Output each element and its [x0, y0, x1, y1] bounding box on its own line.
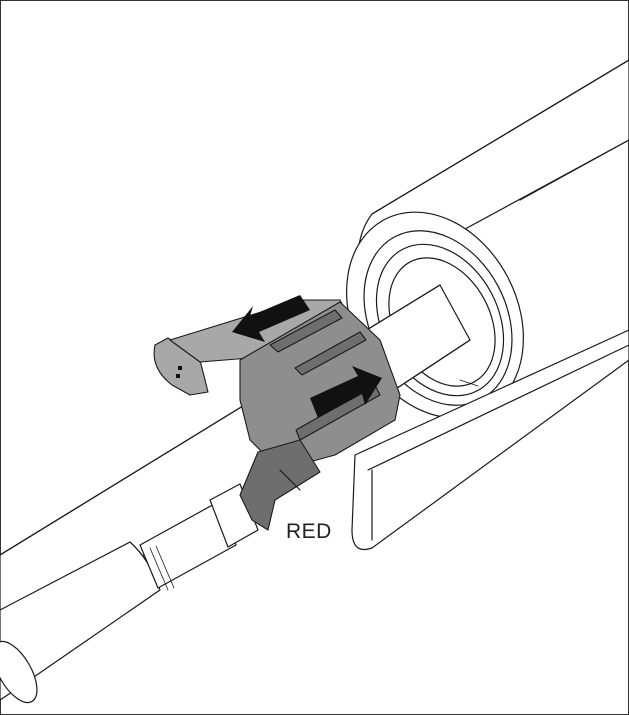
clip-mark-1	[178, 366, 182, 370]
tool-neck	[139, 501, 237, 589]
outer-pipe-inner-edge	[519, 139, 629, 201]
support-bracket	[351, 329, 629, 551]
direction-arrows	[232, 295, 382, 418]
collar-detail-line	[459, 379, 479, 387]
clip-rib-1	[269, 309, 343, 353]
tool-handle-end	[0, 640, 38, 704]
clip-front-latch	[239, 439, 321, 531]
label-red: RED	[286, 520, 332, 543]
fitting-tool	[0, 483, 259, 704]
arrow-left-icon	[232, 295, 310, 342]
bracket-plate	[351, 329, 629, 551]
tool-neck-ring-2	[155, 545, 175, 589]
outer-pipe-top-edge	[371, 59, 629, 215]
arrow-right-icon	[310, 366, 382, 418]
pipe-clip	[153, 299, 401, 531]
clip-latch-edge	[279, 469, 301, 491]
bracket-fold-line	[367, 344, 629, 471]
clip-mark-2	[176, 374, 180, 378]
clip-rib-2	[294, 331, 367, 376]
tool-neck-ring-1	[149, 547, 169, 591]
